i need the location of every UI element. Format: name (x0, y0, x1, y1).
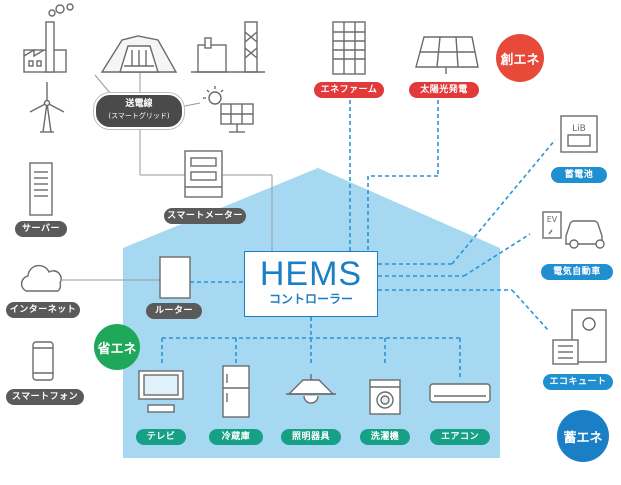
store-energy-text: 蓄エネ (563, 430, 603, 446)
ev-car-icon (542, 211, 605, 249)
router-icon (159, 256, 191, 299)
hems-title: HEMS (259, 255, 363, 293)
washer-icon (369, 379, 401, 415)
create-energy-badge: 創エネ (496, 34, 544, 82)
ecocute-label: エコキュート (543, 374, 613, 390)
grid-label-sub: (スマートグリッド) (108, 112, 170, 120)
battery-label: 蓄電池 (551, 167, 607, 183)
factory-icon (23, 3, 74, 73)
lighting-icon (286, 374, 336, 404)
dam-icon (100, 35, 178, 73)
energy-farm-label: エネファーム (314, 82, 384, 98)
hems-links (161, 100, 556, 378)
cloud-icon (20, 264, 62, 292)
smart-meter-label: スマートメーター (164, 208, 246, 224)
washer-label: 洗濯機 (360, 429, 410, 445)
create-energy-text: 創エネ (500, 52, 540, 68)
internet-label: インターネット (6, 302, 80, 318)
fridge-icon (222, 365, 250, 418)
battery-icon (560, 115, 598, 153)
grid-lines (62, 73, 273, 281)
solar-label: 太陽光発電 (409, 82, 479, 98)
aircon-label: エアコン (430, 429, 490, 445)
hems-controller: HEMS コントローラー (244, 251, 378, 317)
wind-turbine-icon (29, 82, 65, 133)
router-label: ルーター (146, 303, 202, 319)
ecocute-icon (552, 309, 607, 365)
ev-label: 電気自動車 (541, 264, 613, 280)
aircon-icon (429, 383, 491, 403)
tv-icon (138, 370, 184, 413)
server-label: サーバー (15, 221, 67, 237)
store-energy-badge: 蓄エネ (557, 410, 609, 462)
smart-meter-icon (184, 150, 223, 198)
hems-subtitle: コントローラー (268, 292, 353, 306)
tv-label: テレビ (136, 429, 186, 445)
save-energy-text: 省エネ (97, 341, 137, 357)
power-plant-icon (191, 21, 265, 73)
grid-label-title: 送電線 (125, 99, 153, 109)
lighting-label: 照明器具 (281, 429, 341, 445)
ev-text: EV (547, 215, 558, 224)
smartphone-label: スマートフォン (6, 389, 84, 405)
sun-solar-icon (203, 86, 254, 133)
building-icon (332, 21, 366, 75)
solar-panel-icon (415, 36, 479, 74)
lib-text: LiB (572, 124, 586, 134)
smartphone-icon (32, 341, 54, 381)
grid-label: 送電線 (スマートグリッド) (94, 93, 184, 129)
save-energy-badge: 省エネ (94, 324, 140, 370)
server-icon (29, 162, 53, 216)
fridge-label: 冷蔵庫 (209, 429, 263, 445)
